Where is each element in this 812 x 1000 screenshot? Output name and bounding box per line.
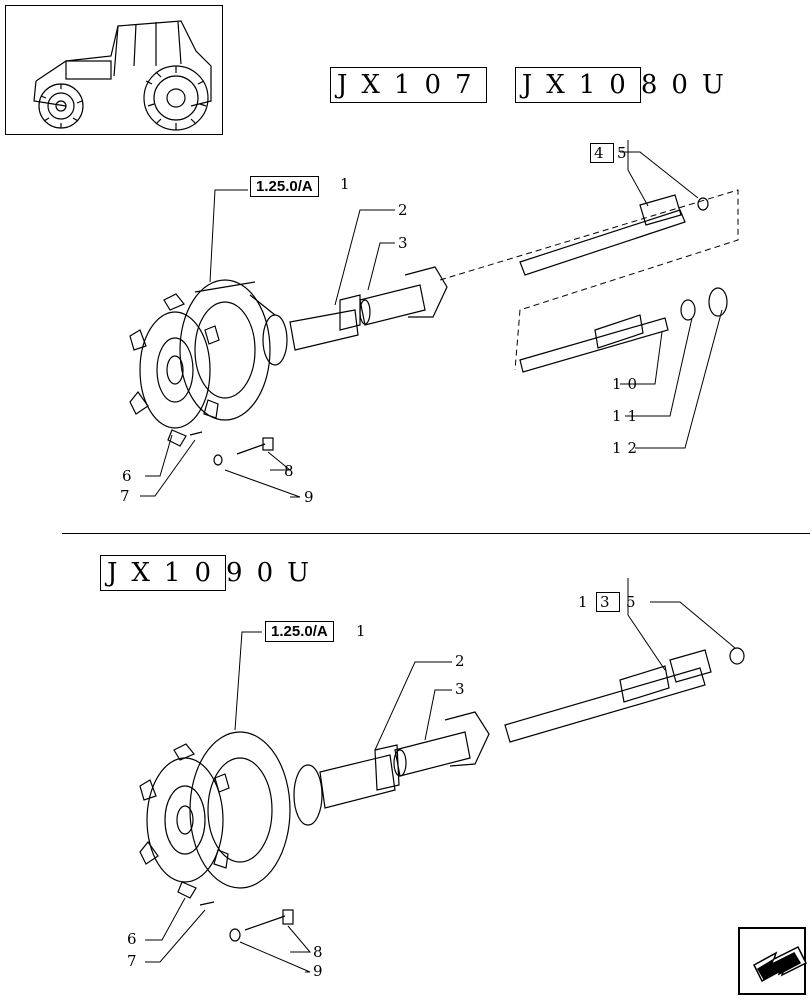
bottom-pressure-plate — [189, 731, 323, 889]
tractor-icon — [33, 20, 212, 131]
bottom-clutch-disc — [139, 743, 230, 899]
top-label-1: 1 — [340, 175, 356, 193]
bottom-tube — [393, 711, 490, 777]
top-label-11: 11 — [612, 407, 644, 425]
top-label-4: 4 — [590, 143, 614, 163]
top-label-8: 8 — [284, 462, 300, 480]
back-nav-button[interactable] — [738, 927, 808, 995]
top-shaft-lower — [519, 287, 728, 373]
bottom-label-1: 1 — [356, 622, 372, 640]
bottom-shaft — [504, 647, 745, 743]
section-divider — [62, 533, 810, 534]
bottom-label-3: 3 — [455, 680, 471, 698]
bottom-bolt-parts — [199, 901, 294, 942]
bottom-label-13-digit-3: 3 — [596, 592, 620, 612]
bottom-label-13-digit-1: 1 — [578, 593, 594, 611]
top-shaft-upper — [519, 194, 709, 276]
top-dashed-frame — [439, 189, 739, 371]
bottom-label-6: 6 — [127, 930, 143, 948]
bottom-bearing-sleeve — [319, 744, 400, 809]
bottom-leader-lines — [145, 578, 736, 973]
top-label-6: 6 — [122, 467, 138, 485]
bottom-model-code: JX1090U — [100, 555, 324, 591]
top-model-boxed-2: JX10 — [514, 67, 641, 103]
bottom-label-5: 5 — [626, 593, 642, 611]
top-label-12: 12 — [612, 439, 644, 457]
arrow-back-icon — [753, 945, 808, 983]
top-model-suffix: 80U — [640, 70, 738, 100]
top-model-boxed: JX107 — [330, 67, 487, 103]
top-label-5: 5 — [617, 144, 633, 162]
top-label-9: 9 — [304, 488, 320, 506]
bottom-label-7: 7 — [127, 952, 143, 970]
bottom-model-boxed: JX10 — [100, 555, 227, 591]
top-bolt-parts — [189, 431, 274, 466]
top-leader-lines — [140, 140, 723, 498]
bottom-label-9: 9 — [313, 962, 329, 980]
bottom-model-suffix: 90U — [226, 558, 324, 588]
top-label-10: 10 — [612, 375, 644, 393]
top-ref-box[interactable]: 1.25.0/A — [250, 176, 319, 197]
top-label-7: 7 — [120, 487, 136, 505]
top-label-3: 3 — [398, 234, 414, 252]
top-bearing-sleeve — [289, 294, 361, 351]
top-label-2: 2 — [398, 201, 414, 219]
top-tube — [359, 266, 448, 326]
tractor-thumbnail — [5, 5, 223, 135]
bottom-label-2: 2 — [455, 652, 471, 670]
bottom-ref-box[interactable]: 1.25.0/A — [265, 621, 334, 642]
top-model-code: JX107 JX1080U — [330, 67, 738, 103]
top-pressure-plate — [179, 279, 288, 421]
bottom-label-8: 8 — [313, 943, 329, 961]
top-clutch-disc — [129, 293, 220, 447]
